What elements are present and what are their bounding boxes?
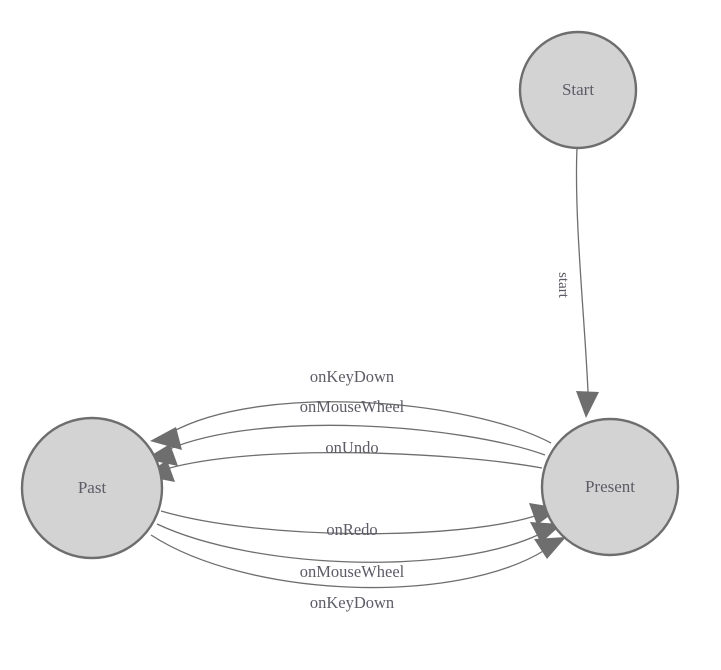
edge-line: [150, 534, 546, 589]
edge-label-past-to-present-onkeydown: onKeyDown: [310, 593, 394, 612]
edge-present-to-past-onkeydown[interactable]: [150, 401, 552, 450]
node-start[interactable]: Start: [518, 30, 638, 150]
edge-line: [575, 147, 589, 393]
edge-line: [165, 451, 543, 470]
edge-line: [156, 523, 541, 563]
node-present[interactable]: Present: [540, 417, 680, 557]
edge-label-past-to-present-onmousewheel: onMouseWheel: [300, 562, 405, 581]
edge-start-to-present[interactable]: [575, 147, 599, 418]
edge-labels-layer: start onKeyDown onMouseWheel onUndo onRedo on…: [300, 272, 571, 612]
edge-line: [160, 510, 539, 535]
edge-label-past-to-present-onredo: onRedo: [326, 520, 377, 539]
node-label-present: Present: [585, 477, 635, 496]
edge-label-present-to-past-onmousewheel: onMouseWheel: [300, 397, 405, 416]
edge-past-to-present-onkeydown[interactable]: [150, 534, 566, 589]
arrowhead-icon: [150, 427, 182, 450]
arrowhead-icon: [576, 391, 599, 418]
edge-label-present-to-past-onkeydown: onKeyDown: [310, 367, 394, 386]
node-circle-start: [518, 30, 638, 150]
node-past[interactable]: Past: [20, 416, 164, 560]
edge-label-present-to-past-onundo: onUndo: [325, 438, 378, 457]
node-label-start: Start: [562, 80, 594, 99]
edge-line: [171, 401, 552, 444]
edge-present-to-past-onundo[interactable]: [144, 451, 543, 482]
arrowhead-icon: [534, 537, 566, 559]
edge-line: [166, 424, 546, 456]
edge-label-start-to-present: start: [555, 272, 571, 299]
node-label-past: Past: [78, 478, 107, 497]
node-circle-present: [540, 417, 680, 557]
node-circle-past: [20, 416, 164, 560]
